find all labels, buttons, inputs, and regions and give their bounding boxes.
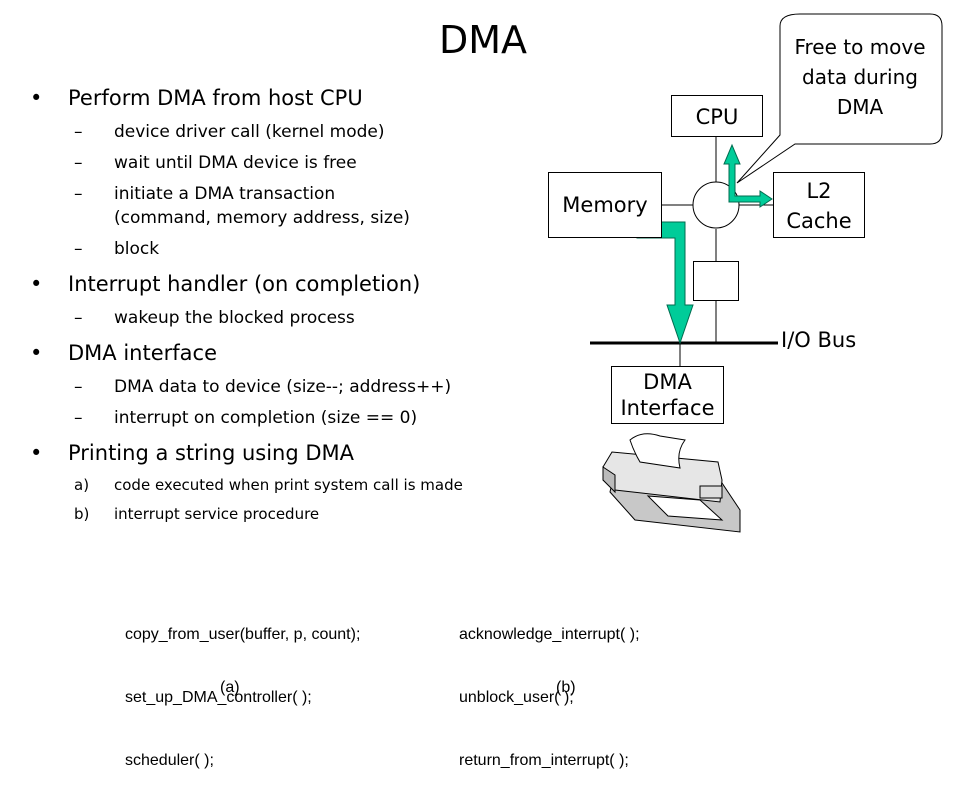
sub-text: interrupt on completion (size == 0) (114, 408, 418, 428)
bullet-dot: • (30, 86, 43, 110)
code-line: copy_from_user(buffer, p, count); (125, 626, 361, 643)
sub-dash: – (74, 377, 83, 397)
code-line: return_from_interrupt( ); (459, 752, 629, 769)
sub-item: – wait until DMA device is free (30, 151, 590, 175)
dma-label: Interface (620, 396, 715, 420)
sub-dash: – (74, 239, 83, 259)
printer-icon (602, 433, 741, 533)
code-line: scheduler( ); (125, 752, 214, 769)
sub-text: wait until DMA device is free (114, 153, 357, 173)
bullet-item: • Perform DMA from host CPU (30, 84, 590, 113)
callout-line: DMA (836, 95, 884, 119)
caption-a: (a) (220, 679, 240, 696)
sub-item: a) code executed when print system call i… (30, 473, 590, 497)
sub-item: – DMA data to device (size--; address++) (30, 375, 590, 399)
bullet-text: DMA interface (68, 341, 217, 365)
sub-dash: – (74, 122, 83, 142)
memory-label: Memory (562, 193, 648, 217)
sub-text: initiate a DMA transaction (114, 184, 336, 204)
caption-b: (b) (556, 679, 576, 696)
dma-diagram (590, 13, 943, 533)
dma-label: DMA (643, 370, 692, 394)
bullet-item: • Printing a string using DMA (30, 439, 590, 468)
sub-item: – device driver call (kernel mode) (30, 120, 590, 144)
l2-cache-box: L2 Cache (773, 172, 865, 238)
cpu-box: CPU (671, 95, 763, 137)
sub-dash: – (74, 308, 83, 328)
dma-interface-box: DMA Interface (611, 366, 724, 424)
sub-text: block (114, 239, 160, 259)
callout-line: data during (802, 65, 918, 89)
bullet-dot: • (30, 441, 43, 465)
l2-label: L2 (806, 179, 832, 203)
bullet-dot: • (30, 272, 43, 296)
sub-text: wakeup the blocked process (114, 308, 355, 328)
sub-item: – block (30, 237, 590, 261)
sub-marker: b) (74, 505, 90, 523)
callout-bubble (736, 13, 943, 184)
code-line: acknowledge_interrupt( ); (459, 626, 640, 643)
bullet-text: Printing a string using DMA (68, 441, 355, 465)
memory-box: Memory (548, 172, 662, 238)
bullet-text: Interrupt handler (on completion) (68, 272, 421, 296)
io-bus-label: I/O Bus (781, 328, 857, 352)
cache-flow-arrow (723, 143, 773, 208)
cpu-label: CPU (695, 105, 739, 129)
code-block-b: acknowledge_interrupt( ); unblock_user( … (459, 582, 640, 792)
l2-label: Cache (786, 209, 852, 233)
sub-dash: – (74, 153, 83, 173)
sub-text: code executed when print system call is … (114, 476, 463, 494)
code-block-a: copy_from_user(buffer, p, count); set_up… (125, 582, 360, 792)
sub-item: – interrupt on completion (size == 0) (30, 406, 590, 430)
slide-title: DMA (438, 18, 528, 62)
sub-text: DMA data to device (size--; address++) (114, 377, 452, 397)
callout-line: Free to move (794, 35, 926, 59)
code-line: unblock_user( ); (459, 689, 574, 706)
bullet-item: • DMA interface (30, 339, 590, 368)
bridge-circle (692, 181, 740, 229)
sub-marker: a) (74, 476, 90, 494)
callout-text: Free to move data during DMA (778, 32, 942, 122)
bus-interface-box (693, 261, 739, 301)
sub-dash: – (74, 184, 83, 204)
bullet-list: • Perform DMA from host CPU – device drive… (30, 84, 590, 526)
data-flow-arrow (636, 221, 694, 345)
bullet-text: Perform DMA from host CPU (68, 86, 363, 110)
bullet-dot: • (30, 341, 43, 365)
sub-text: (command, memory address, size) (114, 208, 410, 228)
bullet-item: • Interrupt handler (on completion) (30, 270, 590, 299)
sub-text: device driver call (kernel mode) (114, 122, 385, 142)
sub-dash: – (74, 408, 83, 428)
sub-item: – initiate a DMA transaction (30, 182, 590, 206)
sub-item: – wakeup the blocked process (30, 306, 590, 330)
sub-text: interrupt service procedure (114, 505, 320, 523)
sub-item-continued: (command, memory address, size) (30, 206, 590, 230)
code-line: set_up_DMA_controller( ); (125, 689, 312, 706)
sub-item: b) interrupt service procedure (30, 502, 590, 526)
